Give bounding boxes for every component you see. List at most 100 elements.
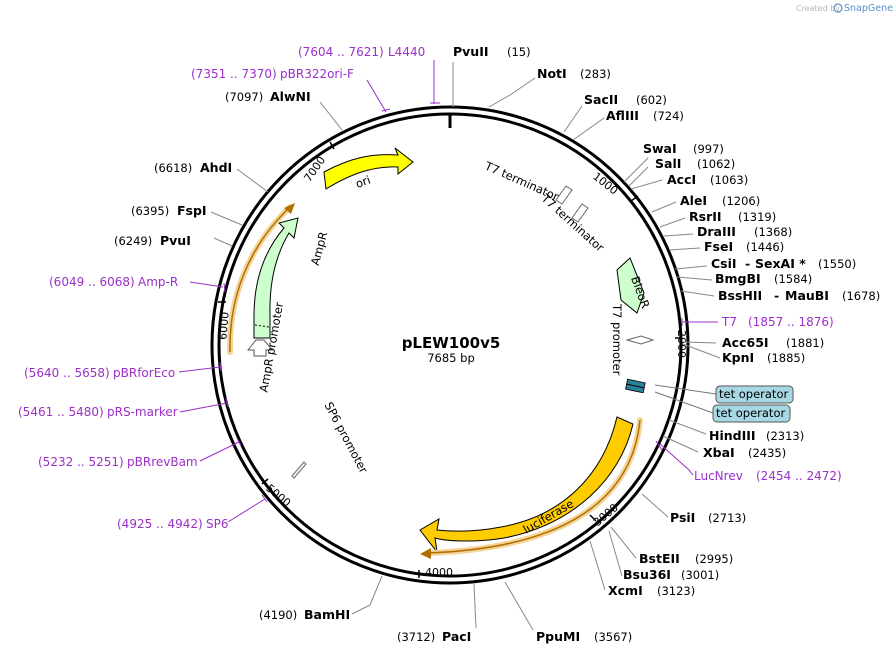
enzyme-acci[interactable]: AccI (1063) [667, 172, 748, 187]
tet-operator-2-mark [625, 383, 645, 394]
svg-text:(602): (602) [636, 93, 667, 107]
enzyme-bmgbi[interactable]: BmgBI (1584) [715, 271, 812, 286]
backbone [210, 105, 690, 585]
enzyme-paci[interactable]: (3712)PacI [397, 629, 471, 644]
svg-text:(4925 .. 4942): (4925 .. 4942) [117, 517, 203, 531]
enzyme-csii-sexai[interactable]: CsiI-SexAI *(1550) [711, 256, 856, 271]
svg-text:AhdI: AhdI [200, 160, 232, 175]
tick-7000: 7000 [301, 154, 328, 184]
enzyme-bamhi[interactable]: (4190)BamHI [259, 607, 350, 622]
svg-text:(15): (15) [507, 45, 531, 59]
svg-text:(3123): (3123) [657, 584, 695, 598]
primer-leaders [178, 60, 718, 523]
svg-text:FseI: FseI [704, 239, 733, 254]
enzyme-draiii[interactable]: DraIII(1368) [697, 224, 792, 239]
svg-text:(7097): (7097) [225, 90, 263, 104]
svg-text:(6395): (6395) [131, 204, 169, 218]
svg-text:(2313): (2313) [766, 429, 804, 443]
enzyme-labels: PvuII(15) NotI (283) SacII(602) AflIII(72… [114, 44, 880, 644]
svg-text:pBR322ori-F: pBR322ori-F [280, 67, 354, 81]
svg-text:(1063): (1063) [710, 173, 748, 187]
enzyme-sali[interactable]: SalI(1062) [655, 156, 735, 171]
enzyme-psii[interactable]: PsiI(2713) [670, 510, 746, 525]
primer-prs-marker[interactable]: (5461 .. 5480)pRS-marker [18, 405, 178, 419]
enzyme-bsshii-maubi[interactable]: BssHII-MauBI(1678) [718, 288, 880, 303]
enzyme-hindiii[interactable]: HindIII (2313) [709, 428, 804, 443]
enzyme-xcmi[interactable]: XcmI (3123) [608, 583, 695, 598]
svg-text:MauBI: MauBI [785, 288, 829, 303]
enzyme-xbai[interactable]: XbaI(2435) [703, 445, 786, 460]
svg-text:(7351 .. 7370): (7351 .. 7370) [191, 67, 277, 81]
enzyme-alwni[interactable]: (7097) AlwNI [225, 89, 311, 104]
snapgene-logo-icon [833, 3, 843, 13]
tet-operator-1-box[interactable] [715, 385, 794, 404]
primer-pbrforeco[interactable]: (5640 .. 5658)pBRforEco [24, 366, 175, 380]
svg-text:SP6: SP6 [206, 517, 229, 531]
svg-text:(1550): (1550) [818, 257, 856, 271]
ampr-label: AmpR [308, 230, 330, 267]
svg-text:XcmI: XcmI [608, 583, 643, 598]
enzyme-pvuii[interactable]: PvuII(15) [453, 44, 531, 59]
primer-lucnrev[interactable]: LucNrev(2454 .. 2472) [694, 469, 842, 483]
svg-text:pRS-marker: pRS-marker [107, 405, 178, 419]
svg-text:(5461 .. 5480): (5461 .. 5480) [18, 405, 104, 419]
enzyme-alei[interactable]: AleI(1206) [680, 193, 760, 208]
svg-text:AlwNI: AlwNI [270, 89, 311, 104]
primer-t7[interactable]: T7 (1857 .. 1876) [721, 315, 834, 329]
svg-text:(3001): (3001) [681, 568, 719, 582]
enzyme-acc65i[interactable]: Acc65I(1881) [722, 335, 824, 350]
tick-2000: 2000 [675, 330, 688, 358]
enzyme-rsrii[interactable]: RsrII(1319) [689, 209, 776, 224]
svg-text:(6249): (6249) [114, 234, 152, 248]
svg-text:NotI: NotI [537, 66, 567, 81]
ampr-orf [229, 206, 291, 353]
primer-amp-r[interactable]: (6049 .. 6068)Amp-R [49, 275, 178, 289]
primer-pbr322ori-f[interactable]: (7351 .. 7370)pBR322ori-F [191, 67, 354, 81]
svg-text:(283): (283) [580, 67, 611, 81]
svg-text:(2995): (2995) [695, 552, 733, 566]
enzyme-fsei[interactable]: FseI(1446) [704, 239, 784, 254]
svg-text:FspI: FspI [177, 203, 207, 218]
enzyme-ahdi[interactable]: (6618)AhdI [154, 160, 232, 175]
enzyme-noti[interactable]: NotI (283) [537, 66, 611, 81]
luciferase-feature[interactable] [419, 416, 634, 554]
t7-promoter-arrow [625, 335, 655, 345]
primer-sp6[interactable]: (4925 .. 4942)SP6 [117, 517, 229, 531]
svg-text:(1319): (1319) [738, 210, 776, 224]
svg-text:DraIII: DraIII [697, 224, 736, 239]
svg-text:HindIII: HindIII [709, 428, 756, 443]
svg-text:(3567): (3567) [594, 630, 632, 644]
enzyme-ppumi[interactable]: PpuMI (3567) [536, 629, 632, 644]
svg-text:Acc65I: Acc65I [722, 335, 769, 350]
bleor-feature[interactable] [616, 257, 645, 314]
svg-text:-: - [745, 256, 750, 271]
ampr-feature[interactable] [253, 217, 299, 339]
enzyme-sacii[interactable]: SacII(602) [584, 92, 667, 107]
tet-operator-2-box[interactable] [712, 404, 791, 423]
ori-feature[interactable] [323, 147, 414, 190]
svg-text:BmgBI: BmgBI [715, 271, 761, 286]
enzyme-bsteii[interactable]: BstEII(2995) [639, 551, 733, 566]
enzyme-afliii[interactable]: AflIII(724) [606, 108, 684, 123]
svg-text:(1584): (1584) [774, 272, 812, 286]
svg-text:(997): (997) [693, 142, 724, 156]
luciferase-orf [427, 419, 641, 554]
primer-l4440[interactable]: (7604 .. 7621)L4440 [298, 45, 425, 59]
enzyme-kpni[interactable]: KpnI(1885) [722, 350, 805, 365]
svg-text:Bsu36I: Bsu36I [623, 567, 671, 582]
enzyme-bsu36i[interactable]: Bsu36I (3001) [623, 567, 719, 582]
svg-text:(1062): (1062) [697, 157, 735, 171]
svg-text:AccI: AccI [667, 172, 696, 187]
svg-text:T7: T7 [721, 315, 737, 329]
leader-lines [210, 62, 721, 631]
enzyme-pvui[interactable]: (6249)PvuI [114, 233, 191, 248]
enzyme-swai[interactable]: SwaI(997) [643, 141, 724, 156]
svg-text:PpuMI: PpuMI [536, 629, 580, 644]
svg-text:(1857 .. 1876): (1857 .. 1876) [748, 315, 834, 329]
svg-text:AflIII: AflIII [606, 108, 639, 123]
svg-text:(3712): (3712) [397, 630, 435, 644]
svg-text:XbaI: XbaI [703, 445, 735, 460]
svg-text:(4190): (4190) [259, 608, 297, 622]
primer-pbrrevbam[interactable]: (5232 .. 5251)pBRrevBam [38, 455, 198, 469]
enzyme-fspi[interactable]: (6395) FspI [131, 203, 207, 218]
